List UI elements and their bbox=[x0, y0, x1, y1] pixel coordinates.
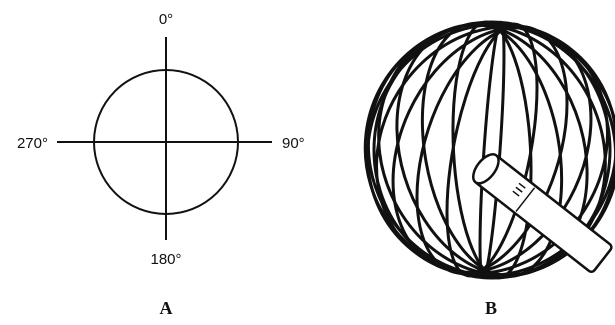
angle-label-left: 270° bbox=[17, 135, 48, 152]
angle-label-top: 0° bbox=[159, 11, 173, 28]
spherical-pattern-diagram: B bbox=[314, 0, 615, 325]
angle-label-right: 90° bbox=[282, 135, 305, 152]
angle-label-bottom: 180° bbox=[150, 251, 181, 268]
polar-pattern-diagram: 0° 90° 180° 270° A bbox=[17, 11, 305, 318]
panel-label-b: B bbox=[485, 298, 497, 318]
pattern-lobes bbox=[314, 0, 615, 325]
panel-label-a: A bbox=[160, 298, 173, 318]
